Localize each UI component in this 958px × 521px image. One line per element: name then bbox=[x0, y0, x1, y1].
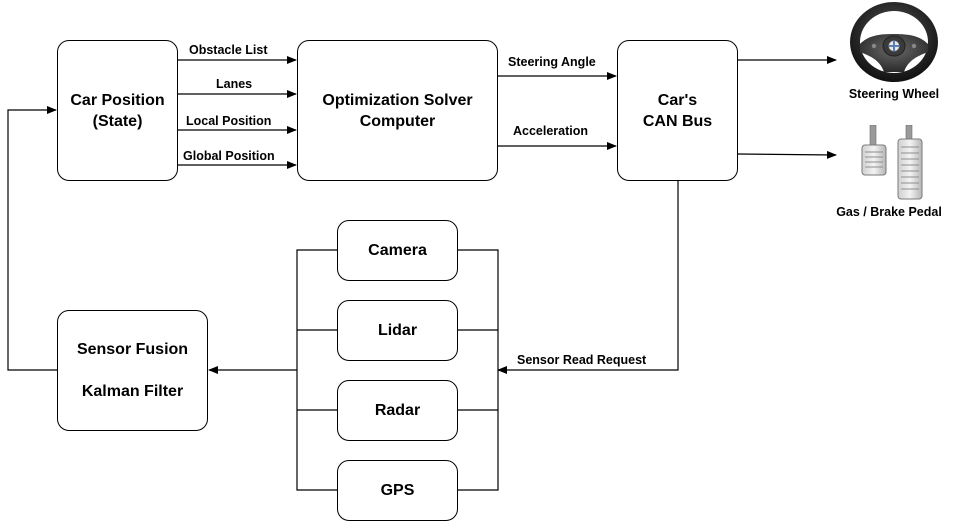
lanes-label: Lanes bbox=[216, 77, 253, 91]
gps-node: GPS bbox=[337, 460, 458, 521]
sensor-fusion-label: Sensor Fusion bbox=[76, 341, 189, 358]
arrow-fusion-feedback bbox=[7, 106, 58, 371]
lidar-label: Lidar bbox=[377, 322, 418, 339]
kalman-filter-label: Kalman Filter bbox=[81, 383, 184, 400]
radar-node: Radar bbox=[337, 380, 458, 441]
sensor-bus-left bbox=[296, 249, 338, 491]
lidar-node: Lidar bbox=[337, 300, 458, 361]
sensor-bus-right bbox=[458, 249, 499, 491]
optimization-solver-sublabel: Computer bbox=[359, 112, 436, 130]
pedals-icon bbox=[861, 125, 923, 200]
radar-label: Radar bbox=[374, 402, 421, 419]
can-bus-sublabel: CAN Bus bbox=[642, 112, 713, 130]
acceleration-label: Acceleration bbox=[513, 124, 589, 138]
car-position-node: Car Position (State) bbox=[57, 40, 178, 181]
can-bus-label: Car's bbox=[657, 91, 698, 109]
can-bus-node: Car's CAN Bus bbox=[617, 40, 738, 181]
camera-label: Camera bbox=[368, 242, 427, 259]
sensor-fusion-node: Sensor Fusion Kalman Filter bbox=[57, 310, 208, 431]
global-position-label: Global Position bbox=[183, 149, 275, 163]
optimization-solver-label: Optimization Solver bbox=[322, 91, 473, 109]
arrow-sensor-read-request bbox=[497, 180, 679, 374]
sensor-read-request-label: Sensor Read Request bbox=[517, 353, 647, 367]
car-position-label: Car Position bbox=[70, 91, 165, 109]
arrow-to-pedals bbox=[737, 150, 837, 159]
pedals-caption: Gas / Brake Pedal bbox=[836, 205, 942, 219]
steering-angle-label: Steering Angle bbox=[508, 55, 596, 69]
steering-wheel-icon bbox=[850, 2, 938, 82]
gps-label: GPS bbox=[380, 482, 415, 499]
local-position-label: Local Position bbox=[186, 114, 272, 128]
optimization-solver-node: Optimization Solver Computer bbox=[297, 40, 498, 181]
camera-node: Camera bbox=[337, 220, 458, 281]
car-position-sublabel: (State) bbox=[92, 112, 143, 130]
obstacle-list-label: Obstacle List bbox=[189, 43, 268, 57]
steering-wheel-caption: Steering Wheel bbox=[848, 87, 940, 101]
